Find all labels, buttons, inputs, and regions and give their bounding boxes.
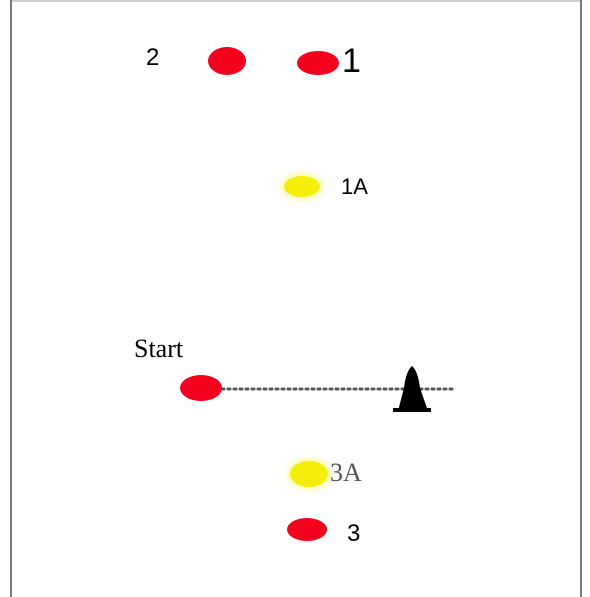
marker-3a-label: 3A [330, 458, 362, 487]
marker-3-dot [287, 518, 327, 541]
frame-right-border [580, 0, 590, 597]
marker-2-label: 2 [146, 44, 160, 71]
marker-1a-label: 1A [341, 174, 368, 199]
marker-2-dot [208, 47, 246, 75]
marker-3a-dot [290, 461, 328, 487]
marker-1-dot [297, 51, 339, 75]
marker-3-label: 3 [347, 520, 361, 547]
start-label: Start [134, 334, 184, 363]
frame-top-border [0, 0, 590, 2]
marker-1a-dot [284, 176, 320, 197]
frame-left-border [0, 0, 12, 597]
marker-1-label: 1 [342, 42, 361, 80]
start-dot [180, 375, 222, 401]
